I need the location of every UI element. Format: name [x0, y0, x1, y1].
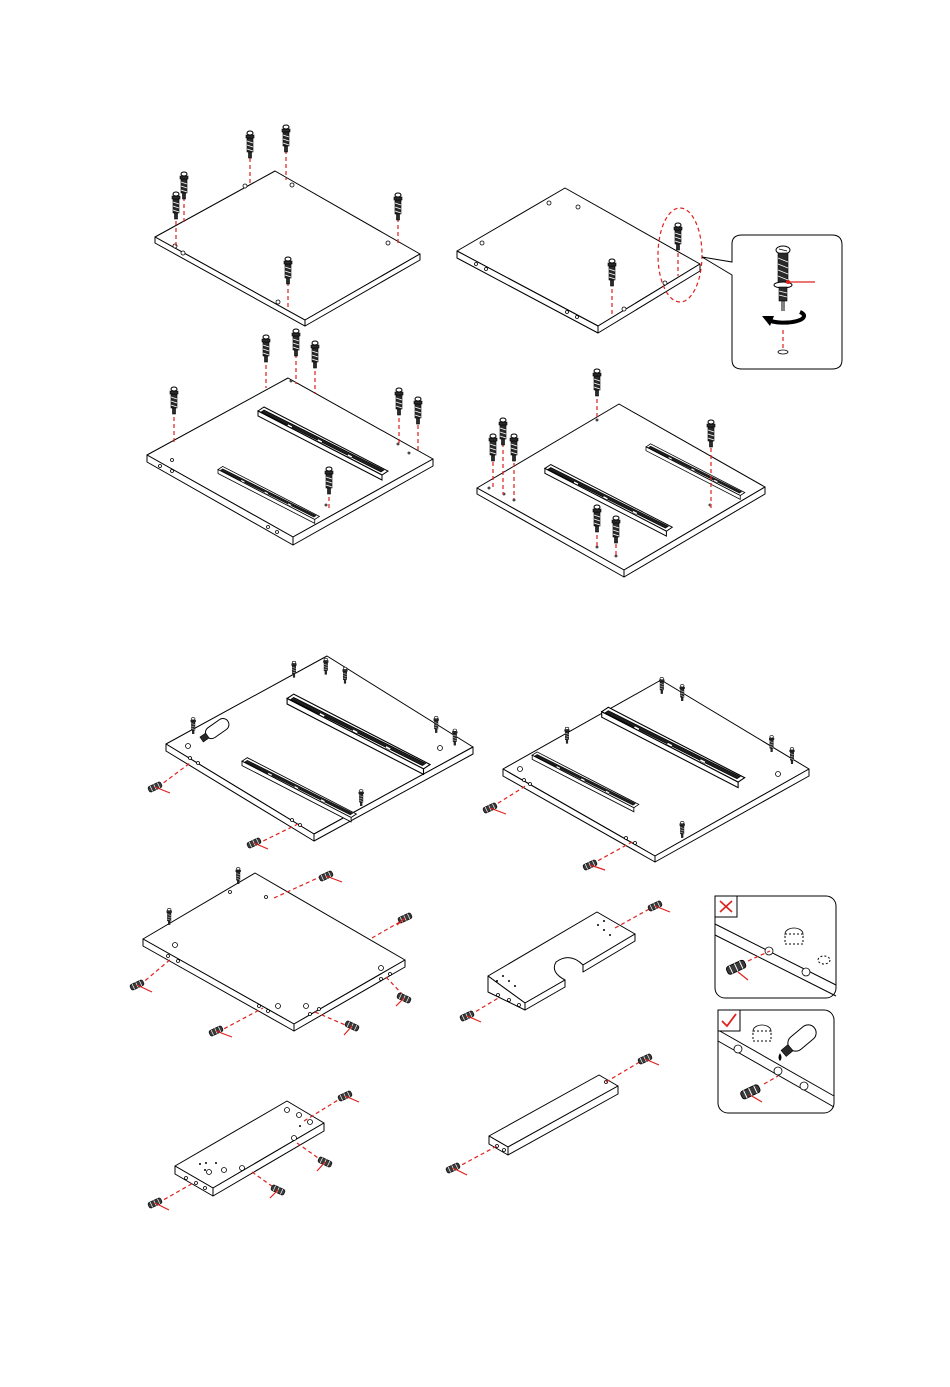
- step-dowel-insertion-side-panel: [129, 868, 412, 1037]
- callout-wrong-dowel: [715, 896, 836, 998]
- callout-correct-dowel: [718, 1010, 834, 1113]
- step-top-panel-cam-bolt-detail: [457, 188, 842, 369]
- cam-bolt-icon: [262, 335, 270, 362]
- step-dowel-insertion-panels: [147, 656, 473, 849]
- step-drawer-panel-right-rails: [477, 369, 765, 577]
- step-dowel-insertion-panels-right: [482, 677, 809, 870]
- cam-bolt-icon: [394, 193, 402, 220]
- cam-bolt-icon: [499, 418, 507, 445]
- step-dowel-insertion-block: [147, 1090, 359, 1210]
- cam-bolt-icon: [510, 434, 518, 461]
- cam-bolt-icon: [414, 397, 422, 424]
- cam-bolt-icon: [246, 131, 254, 158]
- cam-bolt-icon: [707, 420, 715, 447]
- cam-bolt-icon: [593, 369, 601, 396]
- step-dowel-insertion-notched-part: [459, 900, 670, 1022]
- cam-bolt-icon: [170, 387, 178, 414]
- cam-bolt-icon: [172, 192, 180, 219]
- step-drawer-panel-left-rails: [147, 329, 433, 545]
- cam-bolt-icon: [180, 172, 188, 199]
- cam-bolt-icon: [395, 388, 403, 415]
- cam-bolt-icon: [674, 223, 682, 250]
- cam-bolt-icon: [282, 125, 290, 152]
- step-dowel-insertion-bar: [445, 1053, 659, 1175]
- cam-bolt-icon: [311, 341, 319, 368]
- step-top-panel-cam-bolts: [155, 125, 420, 326]
- cam-bolt-icon: [292, 329, 300, 356]
- cam-bolt-icon: [489, 434, 497, 461]
